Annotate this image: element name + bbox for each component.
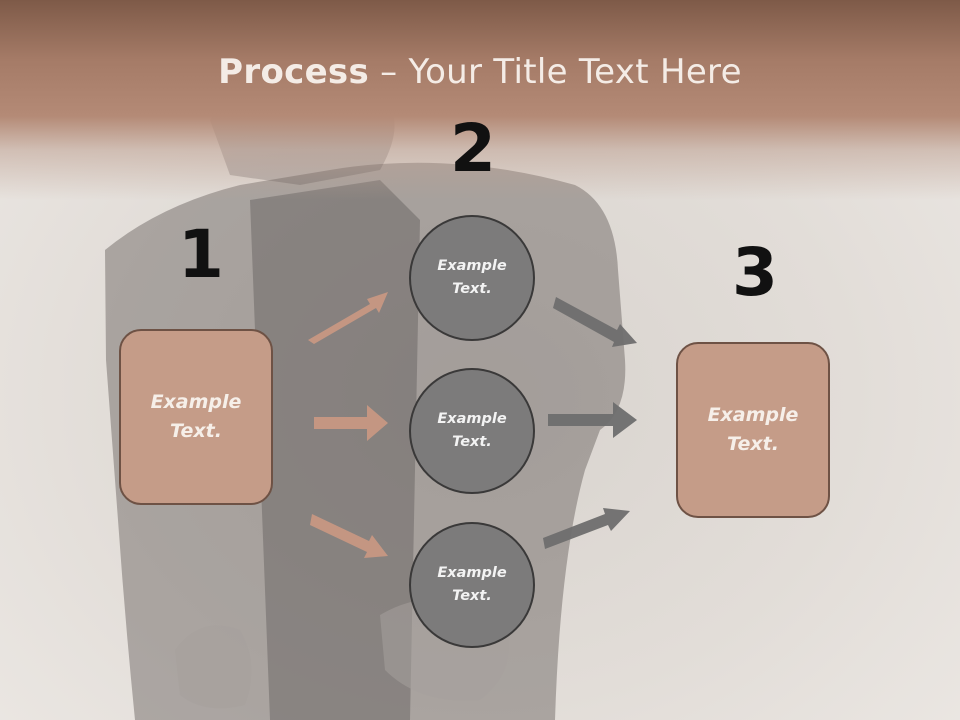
step-3-box: Example Text.	[676, 342, 830, 518]
step-3-text: Example Text.	[707, 404, 799, 455]
step-2-text-middle: Example Text.	[437, 411, 507, 450]
title-bold: Process	[218, 52, 370, 92]
title-band	[0, 0, 960, 200]
step-2-circle-middle: Example Text.	[409, 368, 535, 494]
figure-shirt	[250, 180, 420, 720]
arrow-to-bottom-circle	[310, 514, 388, 558]
step-number-1: 1	[178, 216, 224, 293]
arrow-to-middle-circle	[314, 405, 388, 441]
step-1-box: Example Text.	[119, 329, 273, 505]
arrow-from-top-circle	[553, 297, 637, 347]
step-number-3: 3	[732, 234, 778, 311]
step-2-text-bottom: Example Text.	[437, 565, 507, 604]
arrow-from-middle-circle	[548, 402, 637, 438]
step-1-text: Example Text.	[150, 391, 242, 442]
figure-hand-left	[175, 625, 252, 709]
arrow-from-bottom-circle	[543, 508, 630, 549]
slide-title: Process – Your Title Text Here	[0, 52, 960, 92]
title-rest: – Your Title Text Here	[369, 52, 742, 92]
step-2-circle-bottom: Example Text.	[409, 522, 535, 648]
step-2-circle-top: Example Text.	[409, 215, 535, 341]
step-2-text-top: Example Text.	[437, 258, 507, 297]
step-number-2: 2	[450, 110, 496, 187]
arrow-to-top-circle	[308, 292, 388, 344]
